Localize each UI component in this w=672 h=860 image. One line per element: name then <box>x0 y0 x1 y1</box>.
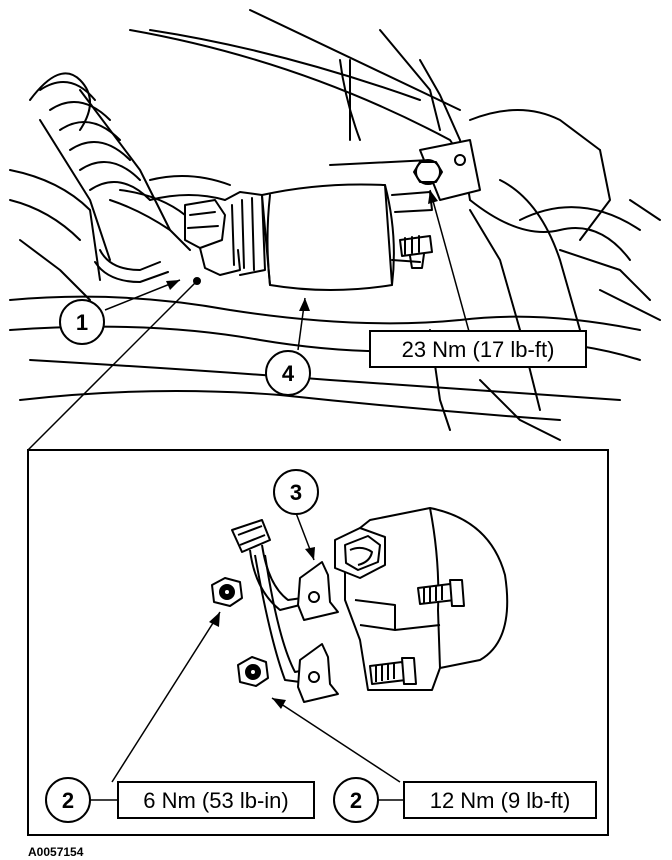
torque-box-large-nut: 12 Nm (9 lb-ft) <box>403 781 597 819</box>
svg-text:12 Nm (9 lb-ft): 12 Nm (9 lb-ft) <box>430 788 571 813</box>
svg-text:2: 2 <box>62 788 74 813</box>
svg-text:2: 2 <box>350 788 362 813</box>
svg-text:6 Nm (53 lb-in): 6 Nm (53 lb-in) <box>143 788 288 813</box>
callout-2-large-nut: 2 <box>333 777 379 823</box>
callout-1: 1 <box>59 299 105 345</box>
callout-2-small-nut: 2 <box>45 777 91 823</box>
svg-text:1: 1 <box>76 310 88 335</box>
torque-box-small-nut: 6 Nm (53 lb-in) <box>117 781 315 819</box>
torque-box-mount-bolt: 23 Nm (17 lb-ft) <box>369 330 587 368</box>
detail-inset: 3 2 6 Nm (53 lb-in) 2 12 Nm (9 lb-ft) <box>27 449 609 836</box>
svg-text:23 Nm (17 lb-ft): 23 Nm (17 lb-ft) <box>402 337 555 362</box>
callout-4: 4 <box>265 350 311 396</box>
document-id: A0057154 <box>28 845 84 859</box>
callout-3: 3 <box>273 469 319 515</box>
bracket-assembly-illustration <box>211 507 509 703</box>
svg-text:3: 3 <box>290 480 302 505</box>
svg-text:4: 4 <box>282 361 295 386</box>
top-leader-lines <box>27 189 471 451</box>
inset-leader-lines <box>90 512 404 801</box>
vehicle-underbody-illustration <box>9 9 661 441</box>
